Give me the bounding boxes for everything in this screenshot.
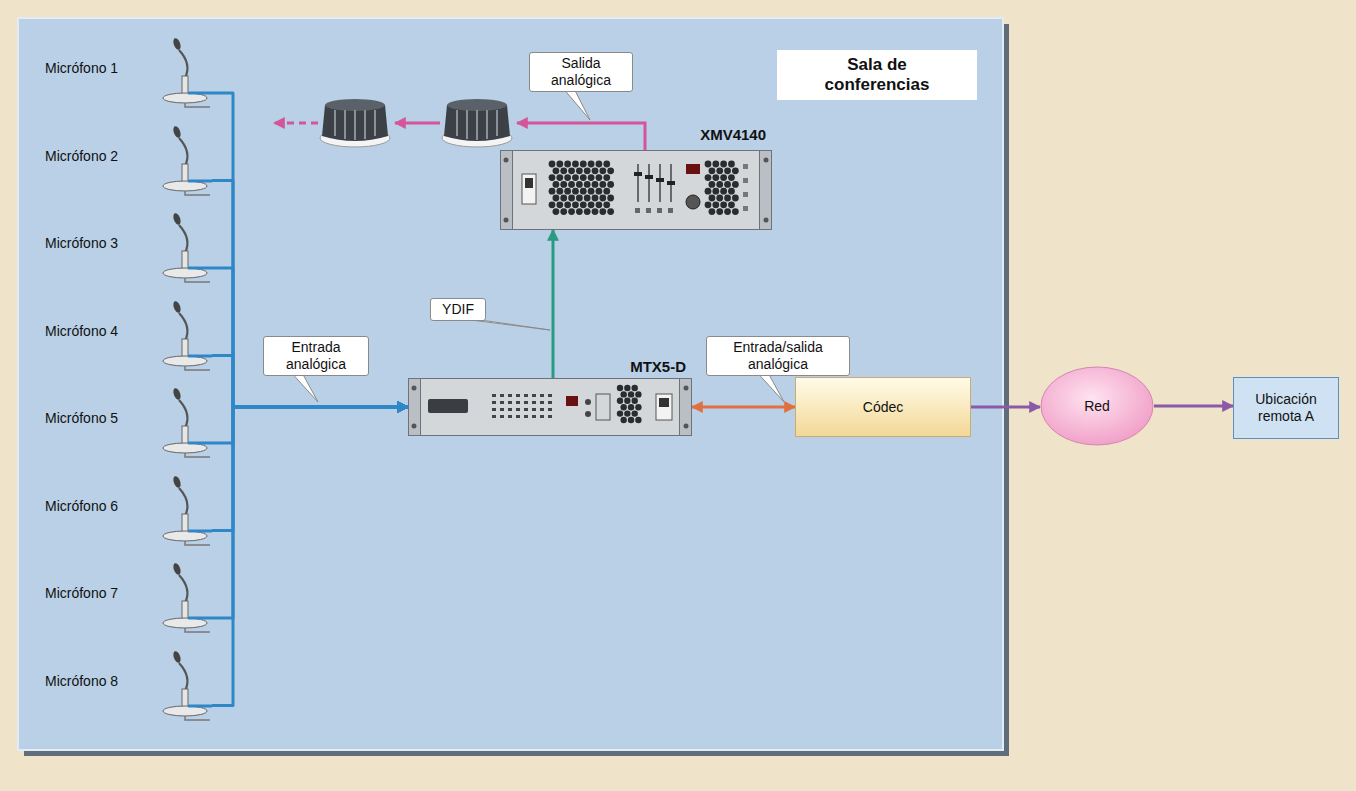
device-name: XMV4140 xyxy=(500,126,772,144)
signal-connector xyxy=(692,406,795,409)
signal-connector xyxy=(1154,405,1233,408)
signal-connector xyxy=(212,407,408,706)
callout-tail xyxy=(467,320,550,331)
microphone: Micrófono 5 xyxy=(40,380,212,460)
connectors xyxy=(212,93,1233,706)
microphone-label: Micrófono 3 xyxy=(40,205,118,252)
ceiling-speaker xyxy=(320,99,390,147)
microphone-label: Micrófono 7 xyxy=(40,555,118,602)
speaker-wire xyxy=(395,122,440,125)
microphone: Micrófono 2 xyxy=(40,118,212,198)
callout-holder: Entrada/salida analógica xyxy=(706,336,850,376)
microphone-label: Micrófono 4 xyxy=(40,293,118,340)
microphone: Micrófono 7 xyxy=(40,555,212,635)
signal-connector xyxy=(971,406,1040,409)
ceiling-speaker xyxy=(442,99,512,147)
microphone: Micrófono 1 xyxy=(40,30,212,110)
callout-holder: YDIF xyxy=(430,298,486,321)
microphone: Micrófono 8 xyxy=(40,643,212,723)
callout-tail xyxy=(565,91,590,121)
callout-holder: Salida analógica xyxy=(529,52,633,92)
signal-connector xyxy=(212,181,408,408)
signal-connector xyxy=(212,93,408,407)
codec-box: Códec xyxy=(795,377,971,437)
signal-connector xyxy=(212,407,408,618)
microphone-label: Micrófono 1 xyxy=(40,30,118,77)
signal-callout: Salida analógica xyxy=(529,52,633,92)
remote-site-box: Ubicación remota A xyxy=(1233,377,1339,439)
microphone: Micrófono 6 xyxy=(40,468,212,548)
microphone-label: Micrófono 8 xyxy=(40,643,118,690)
signal-callout: Entrada/salida analógica xyxy=(706,336,850,376)
callout-tail xyxy=(759,375,784,403)
box-label: Códec xyxy=(857,397,909,418)
rack-unit-illustration xyxy=(408,378,692,436)
box-label: Ubicación remota A xyxy=(1234,389,1338,427)
signal-callout: YDIF xyxy=(430,298,486,321)
room-title: Sala de conferencias xyxy=(777,50,977,100)
network-ellipse: Red xyxy=(1040,366,1154,446)
callout-tail xyxy=(293,375,318,403)
device-name: MTX5-D xyxy=(408,358,692,376)
callout-holder: Entrada analógica xyxy=(263,336,369,376)
room-region: Micrófono 1 Micrófono 2 Micrófono 3 Micrófo… xyxy=(18,18,1003,750)
signal-connector xyxy=(212,407,408,531)
microphone: Micrófono 4 xyxy=(40,293,212,373)
amplifier-unit: XMV4140 xyxy=(500,126,772,230)
signal-connector xyxy=(552,230,555,378)
speaker-wire-continued xyxy=(274,122,318,125)
microphone: Micrófono 3 xyxy=(40,205,212,285)
processor-unit: MTX5-D xyxy=(408,358,692,436)
microphone-label: Micrófono 6 xyxy=(40,468,118,515)
room-panel xyxy=(18,18,1003,750)
rack-unit-illustration xyxy=(500,150,772,230)
signal-connector xyxy=(212,407,408,443)
speaker-wire xyxy=(517,123,645,150)
microphone-label: Micrófono 2 xyxy=(40,118,118,165)
signal-connector xyxy=(212,268,408,407)
signal-callout: Entrada analógica xyxy=(263,336,369,376)
box-label: Red xyxy=(1078,396,1116,417)
microphone-label: Micrófono 5 xyxy=(40,380,118,427)
